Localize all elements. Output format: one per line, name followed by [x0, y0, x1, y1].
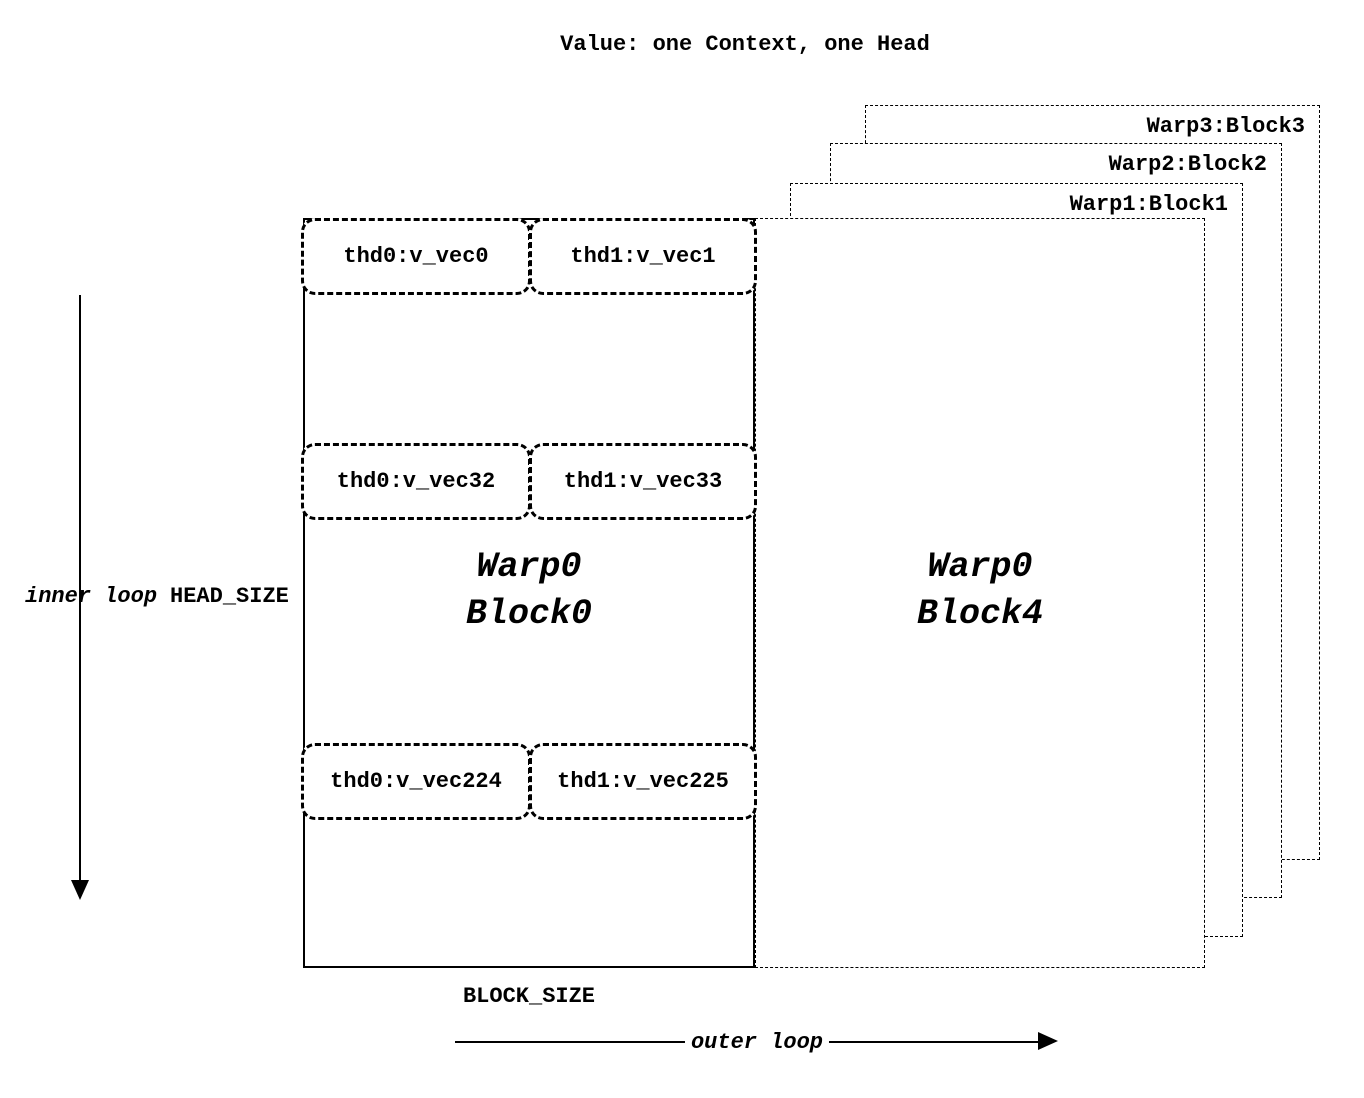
inner-loop-head-size-label: inner loop HEAD_SIZE — [25, 584, 289, 609]
vec-box-label: thd1:v_vec1 — [570, 244, 716, 269]
warp0-block4-name: Warp0 Block4 — [755, 544, 1205, 638]
vec-box-thd0-v-vec224: thd0:v_vec224 — [301, 743, 531, 820]
inner-loop-arrow-line — [79, 295, 81, 882]
block-warp0-block4 — [755, 218, 1205, 968]
vec-box-label: thd0:v_vec224 — [330, 769, 502, 794]
warp1-block1-label: Warp1:Block1 — [1069, 192, 1228, 217]
outer-loop-label: outer loop — [684, 1030, 830, 1055]
head-size-label: HEAD_SIZE — [170, 584, 289, 609]
inner-loop-label: inner loop — [25, 584, 158, 609]
warp2-block2-label: Warp2:Block2 — [1108, 152, 1267, 177]
vec-box-thd1-v-vec1: thd1:v_vec1 — [529, 218, 757, 295]
vec-box-label: thd0:v_vec0 — [343, 244, 489, 269]
vec-box-label: thd1:v_vec33 — [563, 469, 723, 494]
warp0-block0-name: Warp0 Block0 — [303, 544, 755, 638]
vec-box-thd1-v-vec225: thd1:v_vec225 — [529, 743, 757, 820]
warp3-block3-label: Warp3:Block3 — [1146, 114, 1305, 139]
vec-box-label: thd1:v_vec225 — [557, 769, 729, 794]
block-warp0-block0 — [303, 218, 755, 968]
warp0-block4-name-line1: Warp0 — [927, 547, 1033, 587]
warp0-block0-name-line2: Block0 — [465, 594, 593, 634]
vec-box-thd1-v-vec33: thd1:v_vec33 — [529, 443, 757, 520]
inner-loop-arrowhead-icon — [71, 880, 89, 900]
vec-box-label: thd0:v_vec32 — [336, 469, 496, 494]
vec-box-thd0-v-vec0: thd0:v_vec0 — [301, 218, 531, 295]
diagram-title: Value: one Context, one Head — [560, 32, 930, 57]
outer-loop-arrowhead-icon — [1038, 1032, 1058, 1050]
warp0-block4-name-line2: Block4 — [916, 594, 1044, 634]
warp0-block0-name-line1: Warp0 — [476, 547, 582, 587]
vec-box-thd0-v-vec32: thd0:v_vec32 — [301, 443, 531, 520]
block-size-label: BLOCK_SIZE — [462, 984, 596, 1009]
